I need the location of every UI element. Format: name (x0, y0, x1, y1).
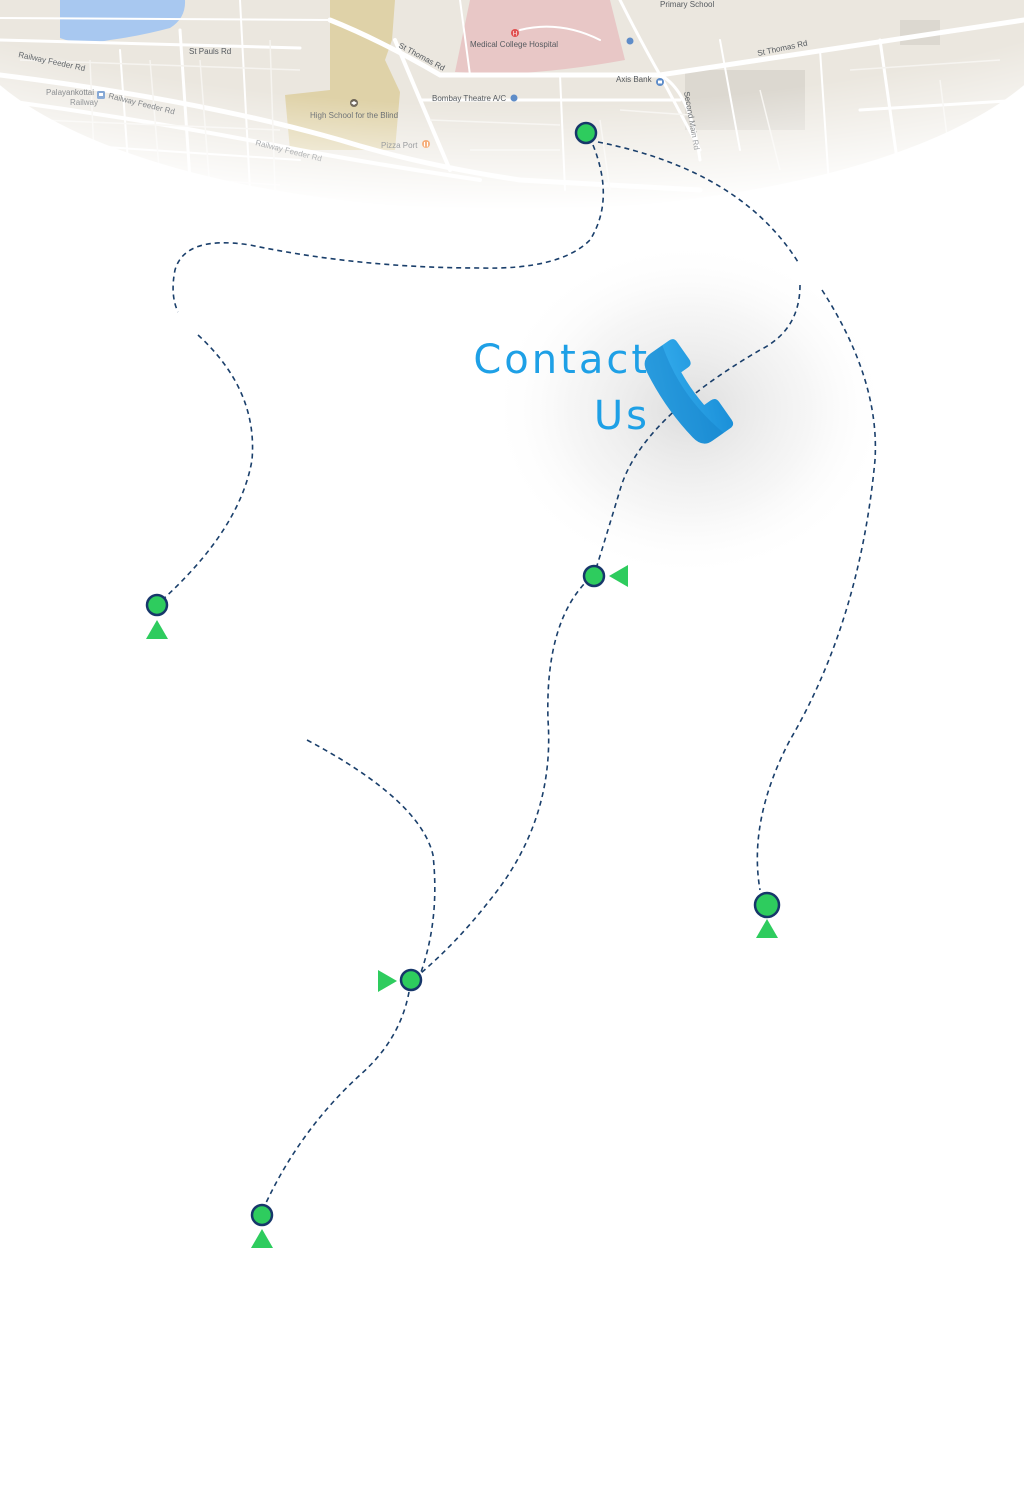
arrow-left-icon (609, 565, 628, 587)
route-node[interactable] (582, 564, 606, 588)
atm-icon (626, 37, 634, 45)
map-label-palayankottai: Palayankottai (46, 88, 94, 97)
map-block (685, 70, 805, 130)
map-label-axis-bank: Axis Bank (616, 75, 653, 84)
route-node[interactable] (574, 121, 598, 145)
map-hospital-area (455, 0, 625, 74)
arrow-up-icon (756, 919, 778, 938)
restaurant-icon (422, 140, 430, 148)
route-node[interactable] (250, 1203, 274, 1227)
theatre-icon (510, 94, 518, 102)
map[interactable]: Primary School St Pauls Rd St Thomas Rd … (0, 0, 1024, 210)
route-map-to-left (172, 144, 605, 313)
hospital-icon: H (511, 29, 519, 38)
map-water (60, 0, 186, 43)
school-icon (350, 99, 358, 107)
route-right-to-center (594, 284, 801, 573)
map-label-medical-college: Medical College Hospital (470, 40, 558, 49)
map-side-streets (19, 39, 1001, 191)
contact-us-heading[interactable]: Contact Us (440, 332, 650, 444)
bank-icon (656, 78, 664, 86)
contact-us-line2: Us (593, 393, 650, 439)
map-label-st-pauls-rd: St Pauls Rd (189, 47, 231, 56)
map-label-pizza-port: Pizza Port (381, 141, 418, 150)
arrow-up-icon (251, 1229, 273, 1248)
map-label-railway: Railway (70, 98, 98, 107)
route-arrows (146, 565, 778, 1248)
route-nodes (145, 121, 781, 1227)
map-label-primary-school: Primary School (660, 0, 714, 9)
map-roads (0, 0, 1024, 201)
route-bottom-left-branch (306, 739, 436, 976)
phone-icon[interactable] (637, 337, 735, 450)
svg-text:H: H (513, 31, 518, 38)
map-label-bombay-theatre: Bombay Theatre A/C (432, 94, 506, 103)
route-left-down (159, 334, 254, 603)
arrow-up-icon (146, 620, 168, 639)
contact-us-line1: Contact (473, 337, 650, 383)
route-map-to-right (597, 141, 799, 263)
route-node[interactable] (753, 891, 781, 919)
map-label-high-school: High School for the Blind (310, 111, 398, 120)
route-node[interactable] (399, 968, 423, 992)
route-bottom-to-end (264, 991, 410, 1206)
route-far-right (756, 289, 877, 891)
train-icon (97, 91, 105, 99)
route-node[interactable] (145, 593, 169, 617)
route-center-to-bottom (414, 577, 591, 979)
dashed-routes (159, 141, 877, 1206)
arrow-right-icon (378, 970, 397, 992)
